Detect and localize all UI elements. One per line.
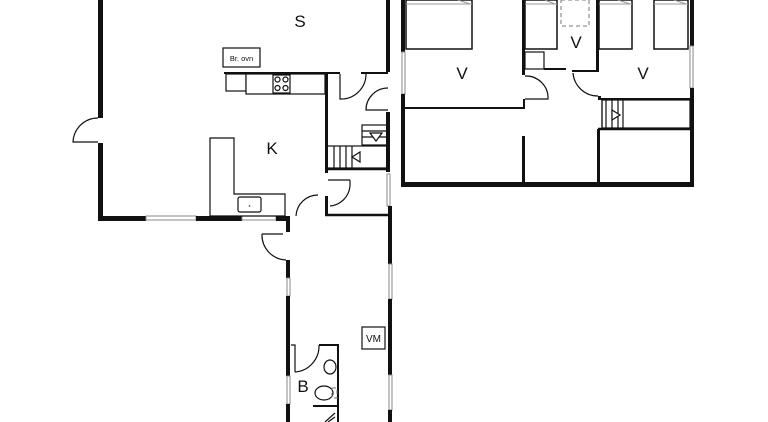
bed	[524, 0, 558, 50]
sink	[237, 196, 262, 213]
washing-machine-label: VM	[366, 334, 381, 345]
room-label-bad: B	[297, 377, 308, 396]
wall	[286, 260, 290, 278]
wall	[388, 206, 392, 264]
door-swing	[329, 180, 351, 207]
staircase	[326, 124, 389, 169]
wall	[690, 88, 694, 186]
hall-stairs	[295, 72, 391, 217]
burner	[274, 84, 281, 92]
closet	[524, 51, 545, 70]
burner	[274, 76, 281, 83]
wall	[690, 0, 694, 46]
wall	[276, 216, 290, 221]
room-label-stue: S	[294, 12, 305, 31]
window	[145, 215, 197, 221]
window	[286, 277, 291, 297]
washing-machine-box	[361, 326, 386, 350]
door-swing	[339, 73, 367, 100]
burner	[282, 84, 289, 92]
wall	[325, 196, 328, 216]
room-label-vaerelse-1: V	[456, 64, 468, 83]
wall	[597, 129, 600, 184]
stove-box	[222, 47, 261, 68]
hob	[272, 74, 291, 94]
room-label-vaerelse-3: V	[637, 64, 649, 83]
wall	[401, 94, 405, 186]
window	[401, 51, 406, 95]
wall	[98, 143, 103, 220]
wall	[405, 99, 525, 109]
window	[388, 374, 393, 411]
washbasin	[323, 359, 337, 375]
wall	[286, 296, 290, 376]
stair-arrow-icon	[611, 108, 622, 122]
bed	[405, 0, 473, 50]
wall	[596, 0, 599, 72]
wall	[388, 410, 392, 422]
window	[388, 263, 393, 300]
utility-wing: VM B	[261, 206, 393, 422]
stair-arrow-icon	[350, 150, 361, 164]
staircase	[601, 99, 691, 129]
door-swing	[261, 233, 287, 261]
counter	[225, 73, 247, 92]
door-swing	[365, 87, 389, 111]
wall	[401, 182, 694, 187]
bedroom-wing: V V V	[401, 0, 694, 187]
window	[386, 173, 391, 207]
door-swing	[295, 194, 319, 217]
wall	[522, 0, 525, 75]
stair-box	[361, 124, 389, 146]
drain	[248, 205, 251, 207]
wall	[388, 299, 392, 375]
door-swing	[524, 75, 549, 100]
window	[689, 45, 694, 89]
wall	[286, 404, 290, 422]
wall	[401, 0, 405, 52]
main-living-block: Br. ovn S K	[72, 0, 390, 221]
door-swing	[72, 117, 99, 143]
skylight	[560, 0, 590, 27]
wall	[196, 216, 242, 221]
wall	[319, 344, 339, 422]
room-label-vaerelse-2: V	[570, 33, 582, 52]
wall	[522, 136, 525, 184]
room-label-koekken: K	[266, 139, 278, 158]
stove-label: Br. ovn	[230, 54, 253, 63]
wall	[386, 0, 390, 72]
burner	[282, 76, 289, 83]
shower	[324, 412, 336, 422]
wall	[98, 0, 103, 118]
window	[286, 375, 291, 405]
door-swing	[294, 344, 320, 373]
stair-arrow-icon	[368, 132, 384, 142]
wall	[286, 216, 290, 232]
door-swing	[572, 72, 599, 97]
wall	[325, 73, 328, 173]
toilet	[314, 385, 334, 401]
wall	[98, 216, 146, 221]
counter	[209, 137, 286, 217]
bed	[653, 0, 689, 50]
bed	[598, 0, 633, 50]
